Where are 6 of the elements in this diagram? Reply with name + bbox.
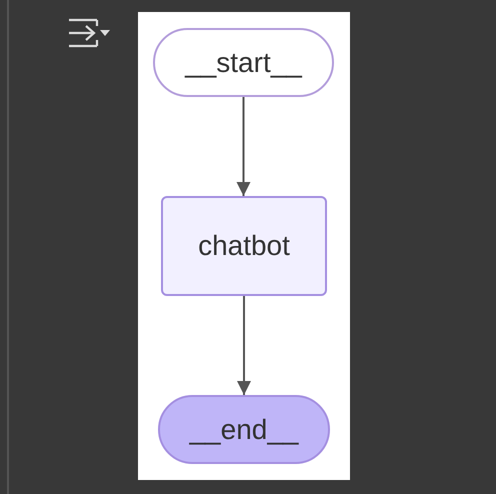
node-label: __start__ <box>185 46 302 78</box>
node-label: __end__ <box>189 414 298 446</box>
arrow <box>237 296 251 395</box>
process-box <box>161 196 327 296</box>
node-label: chatbot <box>198 230 290 262</box>
arrow <box>236 97 250 196</box>
